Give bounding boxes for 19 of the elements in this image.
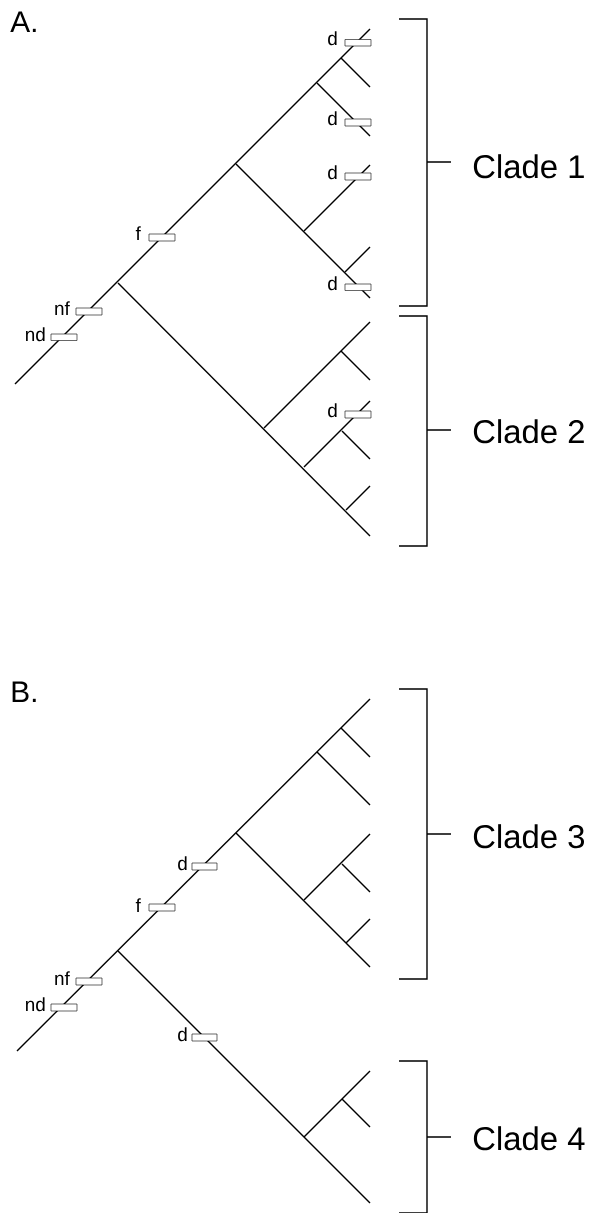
character-label: d (178, 1027, 187, 1042)
character-label: d (178, 856, 187, 871)
character-label: d (328, 111, 337, 126)
panel-label: A. (10, 11, 36, 32)
character-label: d (328, 165, 337, 180)
clade-label: Clade 4 (473, 1126, 585, 1151)
panel-label: B. (12, 681, 36, 702)
clade-label: Clade 1 (473, 154, 584, 179)
clade-label: Clade 2 (473, 419, 584, 444)
character-label: d (328, 31, 337, 46)
character-label: d (328, 276, 337, 291)
character-label: d (328, 403, 337, 418)
character-label: nd (26, 997, 45, 1012)
character-label: nf (55, 301, 70, 315)
clade-label: Clade 3 (473, 824, 584, 849)
character-label: f (135, 226, 141, 240)
character-label: nd (26, 327, 45, 342)
character-label: f (135, 898, 141, 912)
character-label: nf (55, 971, 70, 985)
